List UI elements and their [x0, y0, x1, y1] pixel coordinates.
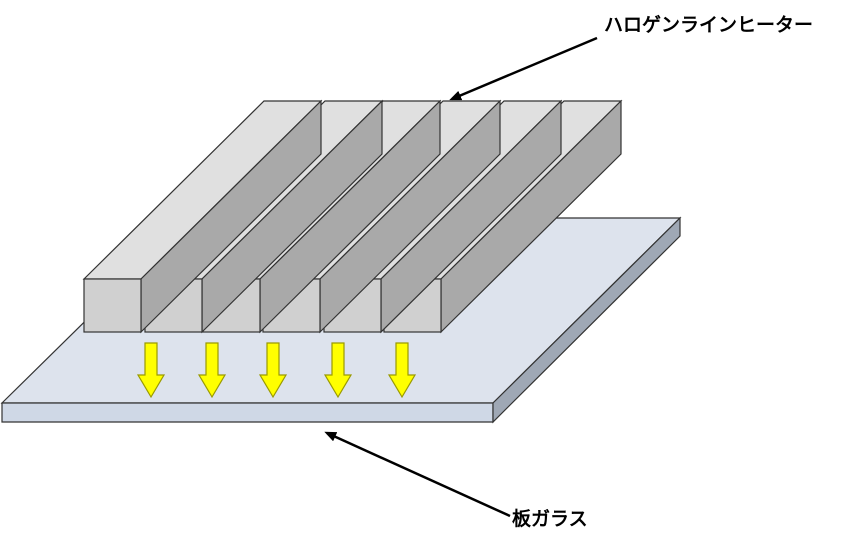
halogen-line-heaters: [82, 99, 623, 334]
heater-label: ハロゲンラインヒーター: [604, 14, 813, 36]
heat-arrows: [136, 342, 417, 399]
heat-arrow: [197, 342, 227, 399]
heater-bar: [82, 99, 323, 334]
heater-callout: ハロゲンラインヒーター: [449, 14, 813, 101]
glass-label: 板ガラス: [512, 507, 588, 530]
heat-arrow: [387, 342, 417, 399]
heater-callout-arrow: [449, 36, 598, 101]
heat-arrow: [136, 342, 166, 399]
heat-arrow: [258, 342, 288, 399]
glass-plate-side: [492, 216, 681, 424]
glass-callout: 板ガラス: [324, 431, 588, 530]
glass-plate-front: [1, 402, 494, 423]
heat-arrow: [323, 342, 353, 399]
glass-callout-arrow: [324, 431, 511, 518]
heater-bar-front: [83, 278, 142, 333]
